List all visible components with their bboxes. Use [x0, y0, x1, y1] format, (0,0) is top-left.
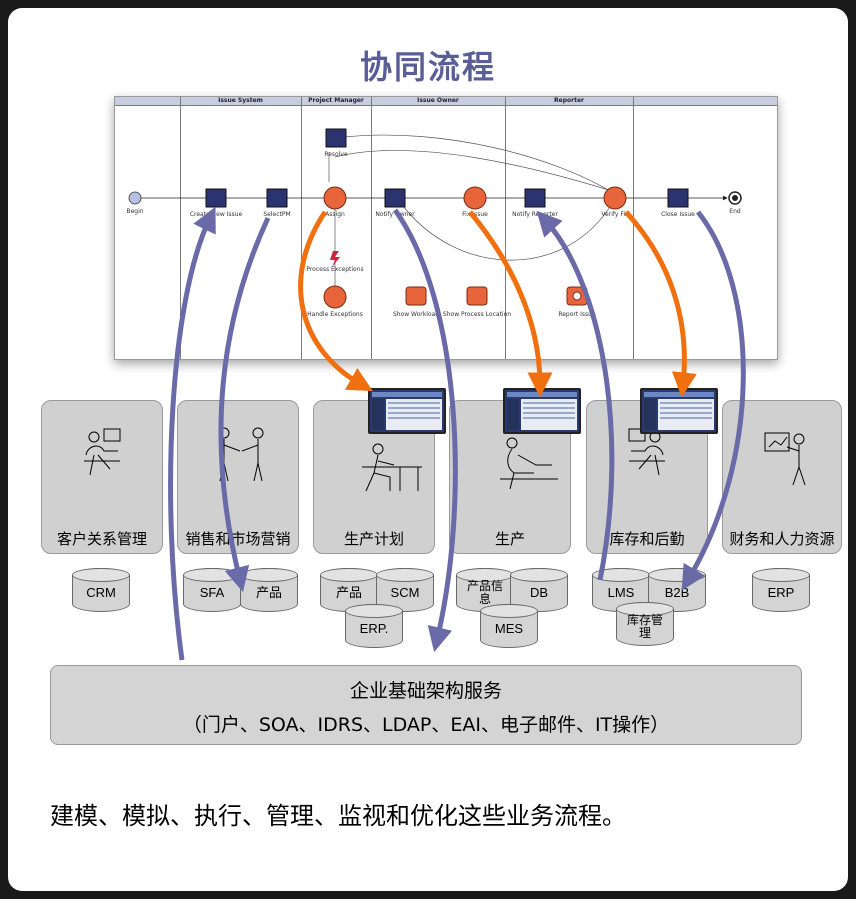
node-label-end: End: [729, 208, 741, 215]
database-product-info: 产品信息: [456, 568, 514, 612]
node-label-report-issue: Report Issue: [558, 311, 596, 318]
process-flow: Begin Create New Issue SelectPM Resolve …: [126, 128, 742, 318]
database-inventory-management: 库存管理: [616, 602, 674, 646]
database-label: 产品: [255, 585, 282, 600]
presenter-icon: [764, 432, 806, 486]
database-label: SCM: [390, 585, 420, 600]
database-label: ERP: [767, 585, 795, 600]
monitor-screen: [503, 388, 581, 434]
assign-event: [323, 186, 347, 210]
monitor-screen: [368, 388, 446, 434]
database-erp: ERP: [752, 568, 810, 612]
show-process-location-button: [466, 286, 488, 306]
node-label-fix-issue: Fix Issue: [462, 211, 488, 218]
desk-worker-icon: [84, 428, 121, 476]
verify-fix-event: [603, 186, 627, 210]
lane-header: [633, 97, 777, 106]
process-diagram: Issue System Project Manager Issue Owner…: [114, 96, 778, 360]
planner-icon: [362, 443, 422, 492]
database-crm: CRM: [72, 568, 130, 612]
database-label: 产品: [335, 585, 362, 600]
node-label-begin: Begin: [126, 208, 143, 215]
notify-reporter-task: [524, 188, 546, 208]
footer-caption: 建模、模拟、执行、管理、监视和优化这些业务流程。: [50, 802, 626, 830]
database-mes: MES: [480, 604, 538, 648]
handshake-icon: [218, 427, 264, 482]
database-label: ERP.: [359, 621, 389, 636]
close-issue-task: [667, 188, 689, 208]
create-new-issue-task: [205, 188, 227, 208]
enterprise-infrastructure-box: 企业基础架构服务 （门户、SOA、IDRS、LDAP、EAI、电子邮件、IT操作…: [50, 665, 802, 745]
database-label: MES: [494, 621, 524, 636]
node-label-notify-owner: Notify Owner: [375, 211, 415, 218]
node-label-select-pm: SelectPM: [263, 211, 290, 218]
slide-title: 协同流程: [359, 48, 496, 86]
database-erp-plan: ERP.: [345, 604, 403, 648]
node-label-show-workload: Show Workload: [393, 311, 439, 318]
database-label: B2B: [664, 585, 690, 600]
department-sales: 销售和市场营销: [177, 400, 299, 554]
monitor-screen: [640, 388, 718, 434]
infrastructure-services: （门户、SOA、IDRS、LDAP、EAI、电子邮件、IT操作）: [182, 714, 670, 736]
handle-exceptions-event: [323, 285, 347, 309]
department-crm: 客户关系管理: [41, 400, 163, 554]
fix-issue-event: [463, 186, 487, 210]
writer-icon: [500, 437, 558, 490]
database-label: CRM: [86, 585, 116, 600]
database-label: LMS: [607, 585, 635, 600]
node-label-notify-reporter: Notify Reporter: [512, 211, 558, 218]
database-sfa: SFA: [183, 568, 241, 612]
node-label-resolve: Resolve: [324, 151, 348, 158]
node-label-process-exceptions: Process Exceptions: [306, 266, 363, 273]
node-label-handle-exceptions: Handle Exceptions: [307, 311, 363, 318]
department-label: 库存和后勤: [609, 530, 685, 548]
infrastructure-title: 企业基础架构服务: [349, 680, 502, 702]
begin-event: [128, 191, 142, 205]
show-workload-button: [405, 286, 427, 306]
notify-owner-task: [384, 188, 406, 208]
department-label: 生产: [494, 530, 525, 548]
database-label: DB: [529, 585, 549, 600]
select-pm-task: [266, 188, 288, 208]
node-label-show-process-location: Show Process Location: [443, 311, 511, 318]
database-label: SFA: [199, 585, 225, 600]
node-label-create-new-issue: Create New Issue: [190, 211, 243, 218]
department-label: 财务和人力资源: [729, 530, 835, 548]
department-label: 客户关系管理: [56, 530, 147, 548]
node-label-close-issue: Close Issue: [661, 211, 695, 218]
resolve-task: [325, 128, 347, 148]
department-label: 生产计划: [343, 530, 404, 548]
node-label-assign: Assign: [325, 211, 345, 218]
department-label: 销售和市场营销: [185, 530, 291, 548]
database-label: 产品信息: [466, 579, 503, 606]
node-label-verify-fix: Verify Fix: [601, 211, 629, 218]
department-finance: 财务和人力资源: [722, 400, 842, 554]
database-product-sales: 产品: [240, 568, 298, 612]
database-label: 库存管理: [626, 613, 663, 640]
